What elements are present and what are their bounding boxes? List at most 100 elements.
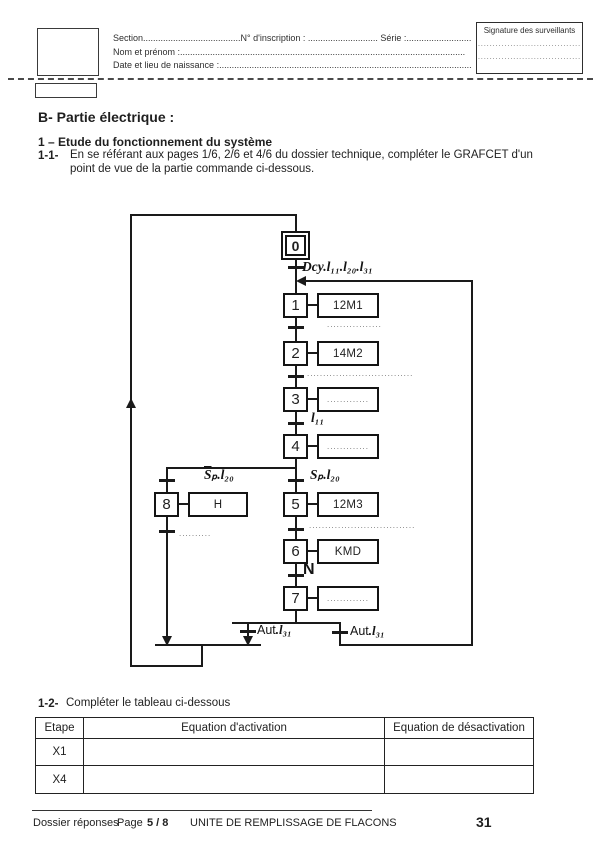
grafcet-line <box>308 445 317 447</box>
step-box-3: 3 <box>283 387 308 412</box>
action-box-1: 12M1 <box>317 293 379 318</box>
action-box-7: ............. <box>317 586 379 611</box>
action-box-6: KMD <box>317 539 379 564</box>
grafcet-line <box>179 503 188 505</box>
transition-tick <box>159 479 175 482</box>
action-box-8: H <box>188 492 248 517</box>
grafcet-line <box>295 317 297 343</box>
transition-label-aut-bar: Aut.l₃₁ <box>257 622 292 638</box>
transition-tick <box>288 375 304 378</box>
action-placeholder-dots: ............. <box>327 395 369 404</box>
transition-tick <box>288 528 304 531</box>
grafcet-line <box>295 458 297 494</box>
action-box-2: 14M2 <box>317 341 379 366</box>
grafcet-line <box>295 214 297 233</box>
footer-rule <box>32 810 372 811</box>
question-1-1-label: 1-1- <box>38 150 59 162</box>
step-box-4: 4 <box>283 434 308 459</box>
footer-doc-title: UNITE DE REMPLISSAGE DE FLACONS <box>190 817 397 829</box>
grafcet-line <box>166 516 168 637</box>
left-arrowhead <box>296 276 306 286</box>
action-placeholder-dots: ............. <box>327 442 369 451</box>
grafcet-line <box>130 214 132 667</box>
section-line: Section.................................… <box>113 33 472 43</box>
column-header-activation: Equation d'activation <box>83 717 385 739</box>
section-1-heading: 1 – Etude du fonctionnement du système <box>38 135 273 149</box>
transition-tick <box>288 422 304 425</box>
up-arrowhead <box>126 398 136 408</box>
transition-tick <box>288 266 304 269</box>
step-box-8: 8 <box>154 492 179 517</box>
footer-page-label: Page <box>117 817 143 829</box>
footer-page-value: 5 / 8 <box>147 817 169 829</box>
down-arrowhead <box>162 636 172 646</box>
step-number: 0 <box>285 235 306 256</box>
signature-title: Signature des surveillants <box>483 26 576 35</box>
label-main: Aut <box>350 624 369 638</box>
column-header-desactivation: Equation de désactivation <box>384 717 534 739</box>
action-placeholder-dots: ............. <box>327 594 369 603</box>
activation-answer-cell <box>83 765 385 794</box>
transition-label-sp: Sₚ.l₂₀ <box>310 467 340 482</box>
transition-placeholder-dots: .................... <box>327 320 381 329</box>
question-1-2-label: 1-2- <box>38 698 59 710</box>
part-b-heading: B- Partie électrique : <box>38 109 175 125</box>
grafcet-line <box>339 644 473 646</box>
grafcet-line <box>201 644 203 667</box>
transition-placeholder-dots: ........................................ <box>309 521 415 530</box>
transition-tick <box>159 530 175 533</box>
transition-tick <box>288 326 304 329</box>
row-label-x1: X1 <box>35 738 84 766</box>
label-rest: .l₃₁ <box>368 623 385 638</box>
transition-placeholder-dots: ........................................ <box>307 369 413 378</box>
grafcet-line <box>232 622 341 624</box>
overlined-part: Aut <box>257 623 276 637</box>
grafcet-line <box>308 304 317 306</box>
grafcet-line <box>155 644 261 646</box>
grafcet-line <box>308 503 317 505</box>
question-1-2-text: Compléter le tableau ci-dessous <box>66 697 231 709</box>
signature-line: ................................... <box>477 41 582 48</box>
step-box-1: 1 <box>283 293 308 318</box>
grafcet-line <box>304 280 473 282</box>
transition-label-n: N <box>303 561 315 578</box>
step-box-0: 0 <box>281 231 310 260</box>
question-1-1-text: En se référant aux pages 1/6, 2/6 et 4/6… <box>70 149 533 175</box>
grafcet-diagram: 0 1 12M1 2 14M2 3 ............. 4 ......… <box>126 214 473 667</box>
desactivation-answer-cell <box>384 765 534 794</box>
transition-label-aut: Aut.l₃₁ <box>350 623 385 639</box>
step-box-6: 6 <box>283 539 308 564</box>
action-box-4: ............. <box>317 434 379 459</box>
overlined-part: S <box>204 467 212 482</box>
step-box-7: 7 <box>283 586 308 611</box>
signature-line: ................................... <box>477 54 582 61</box>
grafcet-line <box>471 280 473 646</box>
transition-label-dcy: Dcy.l₁₁.l₂₀.l₃₁ <box>302 259 373 274</box>
cut-dashed-line <box>8 78 593 80</box>
step-box-2: 2 <box>283 341 308 366</box>
row-label-x4: X4 <box>35 765 84 794</box>
desactivation-answer-cell <box>384 738 534 766</box>
grafcet-line <box>308 352 317 354</box>
grafcet-line <box>130 665 203 667</box>
grafcet-line <box>295 610 297 623</box>
label-rest: .l₃₁ <box>275 622 292 637</box>
signature-box: Signature des surveillants .............… <box>476 22 583 74</box>
grafcet-line <box>295 258 297 294</box>
transition-tick <box>288 479 304 482</box>
grafcet-line <box>247 622 249 636</box>
down-arrowhead <box>243 636 253 646</box>
footer-doc-label: Dossier réponses <box>33 817 119 829</box>
transition-placeholder-dots: .......... <box>179 529 211 538</box>
activation-answer-cell <box>83 738 385 766</box>
grafcet-line <box>339 622 341 646</box>
birth-line: Date et lieu de naissance :.............… <box>113 60 472 70</box>
grafcet-line <box>308 597 317 599</box>
column-header-etape: Etape <box>35 717 84 739</box>
step-box-5: 5 <box>283 492 308 517</box>
transition-tick <box>288 574 304 577</box>
transition-tick <box>240 630 256 633</box>
grafcet-line <box>308 550 317 552</box>
grafcet-line <box>130 214 297 216</box>
